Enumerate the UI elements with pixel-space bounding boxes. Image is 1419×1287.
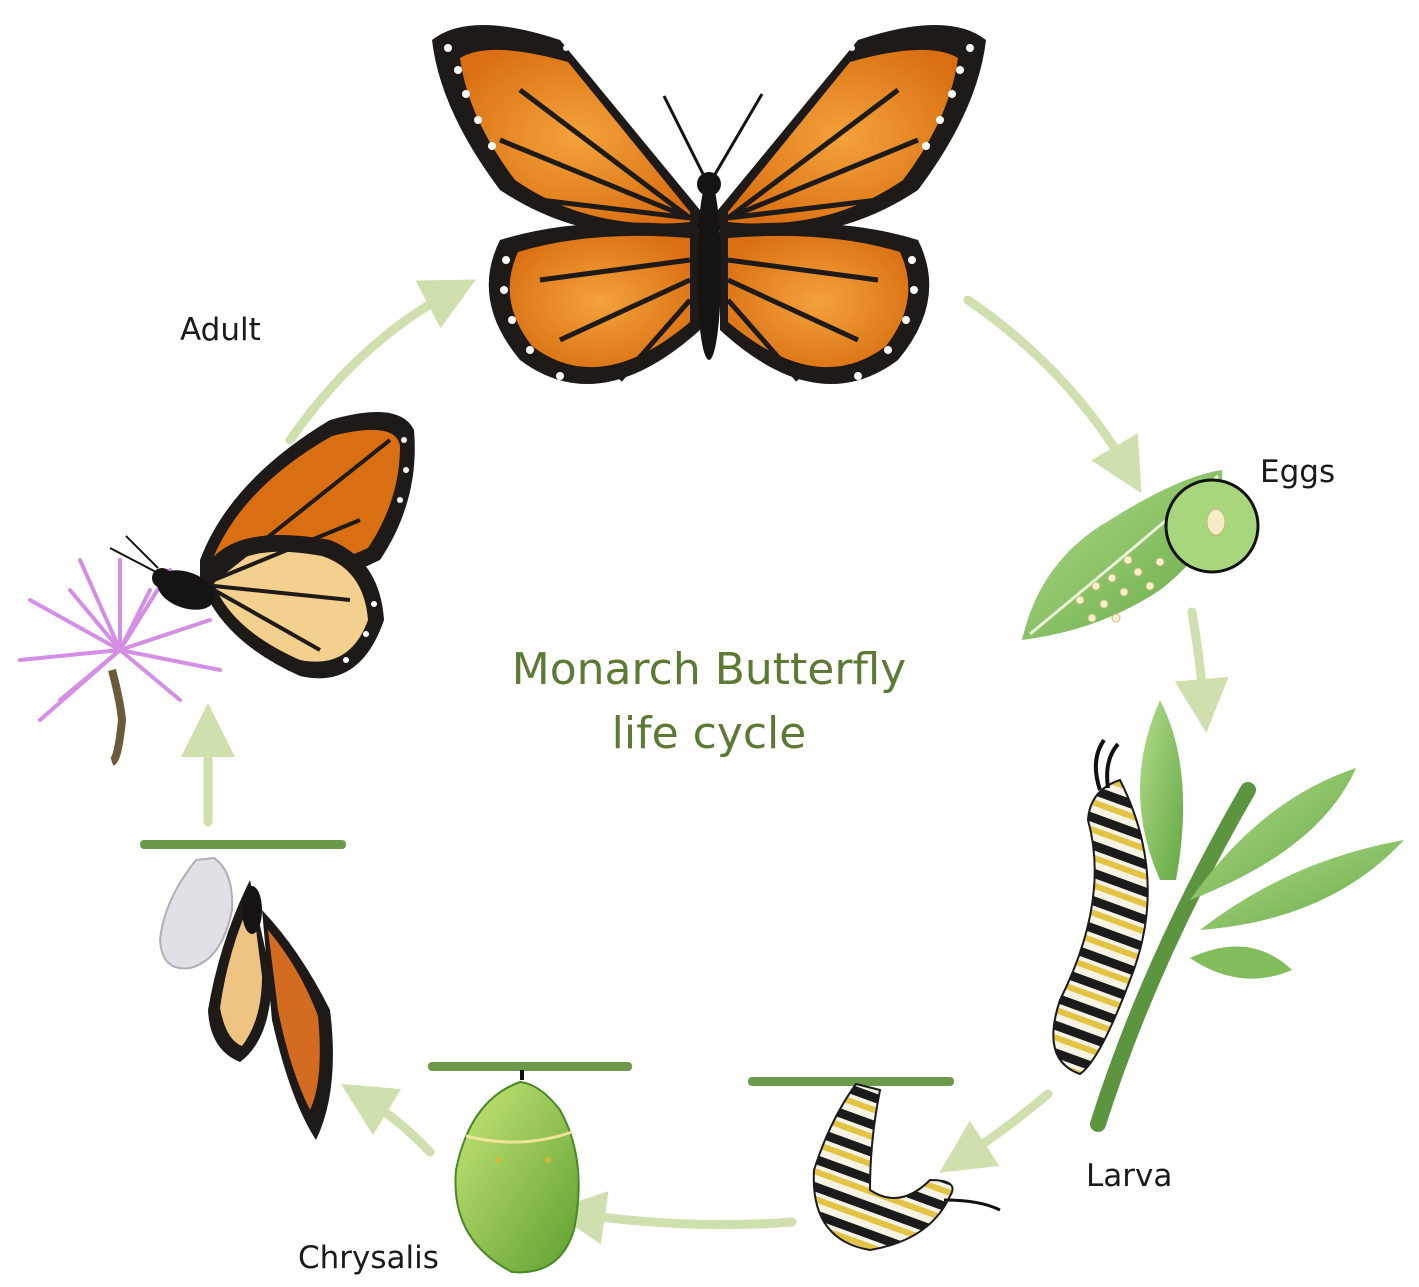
diagram-title: Monarch Butterfly life cycle bbox=[409, 638, 1009, 766]
arrow-eggs-to-larva bbox=[1192, 612, 1204, 706]
label-adult: Adult bbox=[180, 312, 261, 348]
larva-illustration bbox=[1053, 700, 1404, 1124]
title-line-1: Monarch Butterfly bbox=[409, 638, 1009, 702]
label-chrysalis: Chrysalis bbox=[298, 1240, 439, 1276]
emerging-adult-illustration bbox=[140, 840, 346, 1140]
arrow-chrysalis-to-emerging bbox=[364, 1098, 430, 1152]
arrow-adult-to-eggs bbox=[968, 300, 1128, 470]
adult-butterfly-illustration bbox=[432, 25, 986, 384]
chrysalis-illustration bbox=[428, 1062, 632, 1272]
arrow-prepupa-to-chrysalis bbox=[578, 1214, 792, 1225]
label-eggs: Eggs bbox=[1260, 454, 1335, 490]
label-larva: Larva bbox=[1086, 1158, 1172, 1194]
feeding-adult-illustration bbox=[20, 412, 415, 762]
eggs-illustration bbox=[1022, 470, 1258, 640]
arrow-larva-to-prepupa bbox=[962, 1094, 1048, 1158]
title-line-2: life cycle bbox=[409, 702, 1009, 766]
